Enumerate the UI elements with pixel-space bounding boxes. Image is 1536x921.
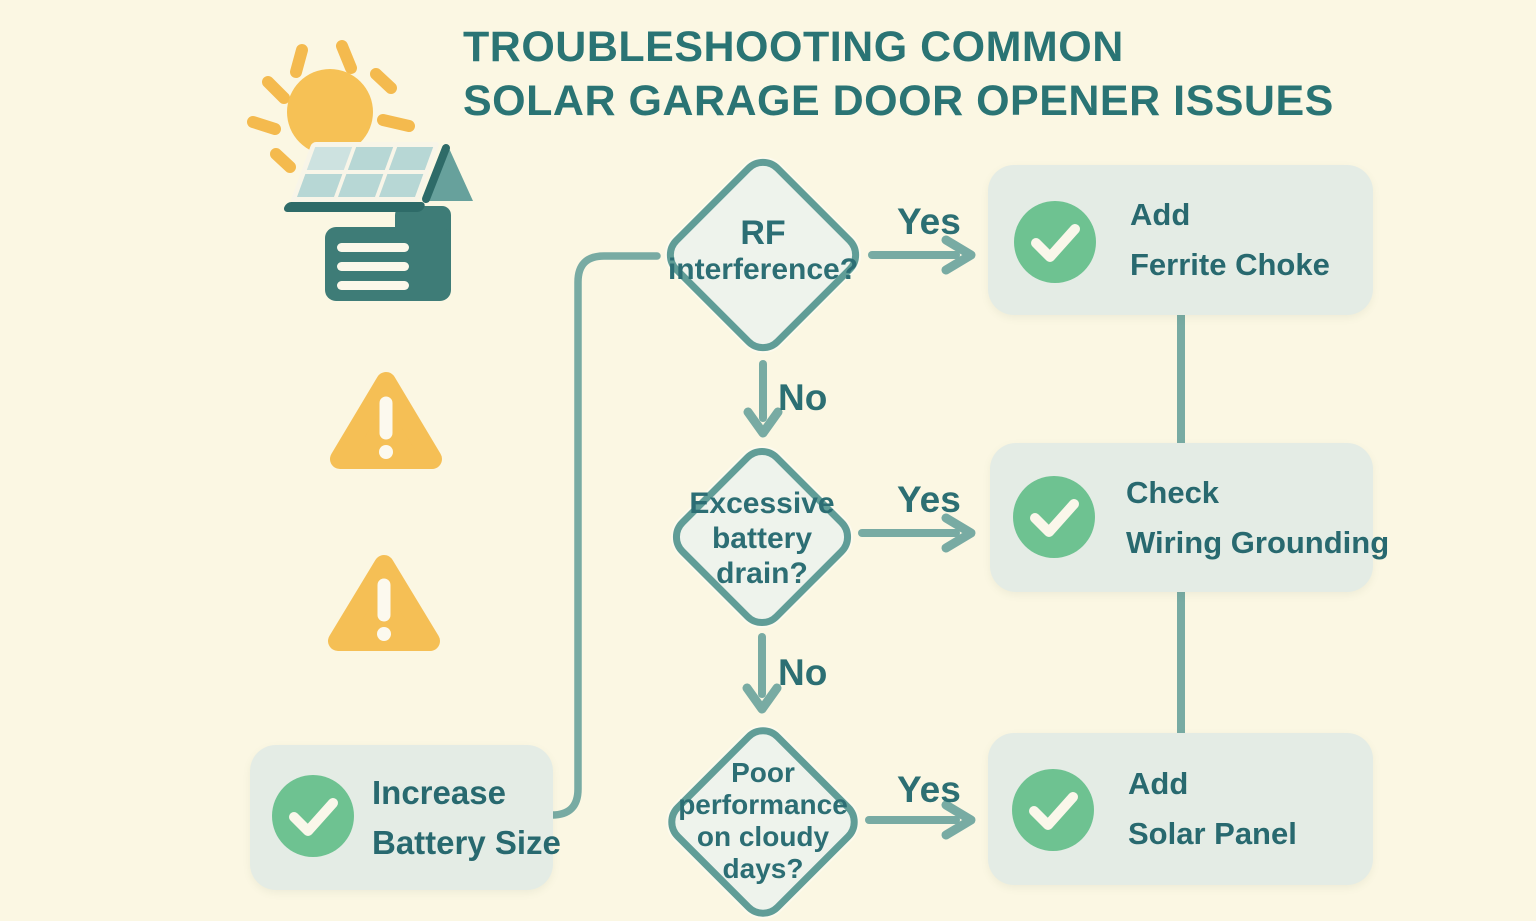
arrow-down-icon [742, 683, 782, 714]
solution-label: Add Solar Panel [1128, 766, 1297, 851]
page-title: TROUBLESHOOTING COMMON SOLAR GARAGE DOOR… [463, 20, 1334, 128]
check-icon [1013, 476, 1095, 558]
arrow-down-icon [743, 407, 783, 438]
garage-door-slats [337, 243, 409, 290]
warning-triangle-icon-2 [328, 555, 440, 651]
edge-label-yes-2: Yes [897, 479, 961, 520]
arrow-right-icon [941, 235, 976, 275]
warning-triangle-icon-1 [330, 372, 442, 469]
yes-arrow-3 [865, 800, 976, 840]
solution-add-solar-panel: Add Solar Panel [988, 733, 1373, 885]
edge-label-yes-1: Yes [897, 201, 961, 242]
arrow-right-icon [941, 513, 976, 553]
title-line-2: SOLAR GARAGE DOOR OPENER ISSUES [463, 77, 1334, 125]
check-icon [1014, 201, 1096, 283]
edge-label-no-2: No [778, 652, 828, 693]
panel-cell [306, 147, 353, 170]
no-arrow-1 [743, 360, 783, 438]
sun-icon [247, 40, 415, 173]
solar-panel [284, 142, 439, 212]
solar-garage-icon [284, 142, 473, 301]
roof-gable [424, 146, 473, 201]
no-arrow-2 [742, 633, 782, 714]
decision-rf-interference-label: RF interference? [667, 214, 859, 287]
check-icon [272, 775, 354, 857]
decision-battery-drain-label: Excessive battery drain? [689, 487, 835, 590]
decision-cloudy-performance-label: Poor performance on cloudy days? [678, 757, 848, 884]
solution-check-wiring-grounding: Check Wiring Grounding [990, 443, 1389, 592]
edge-label-yes-3: Yes [897, 769, 961, 810]
solution-label: Add Ferrite Choke [1130, 197, 1330, 282]
solution-add-ferrite-choke: Add Ferrite Choke [988, 165, 1373, 315]
solution-label: Increase Battery Size [372, 773, 561, 861]
arrow-right-icon [941, 800, 976, 840]
solution-increase-battery-size: Increase Battery Size [250, 745, 561, 890]
yes-arrow-2 [858, 513, 976, 553]
check-icon [1012, 769, 1094, 851]
connector-rf-to-battery-box [544, 252, 661, 819]
yes-arrow-1 [868, 235, 976, 275]
solution-label: Check Wiring Grounding [1126, 474, 1390, 560]
title-line-1: TROUBLESHOOTING COMMON [463, 23, 1124, 71]
edge-label-no-1: No [778, 377, 828, 418]
